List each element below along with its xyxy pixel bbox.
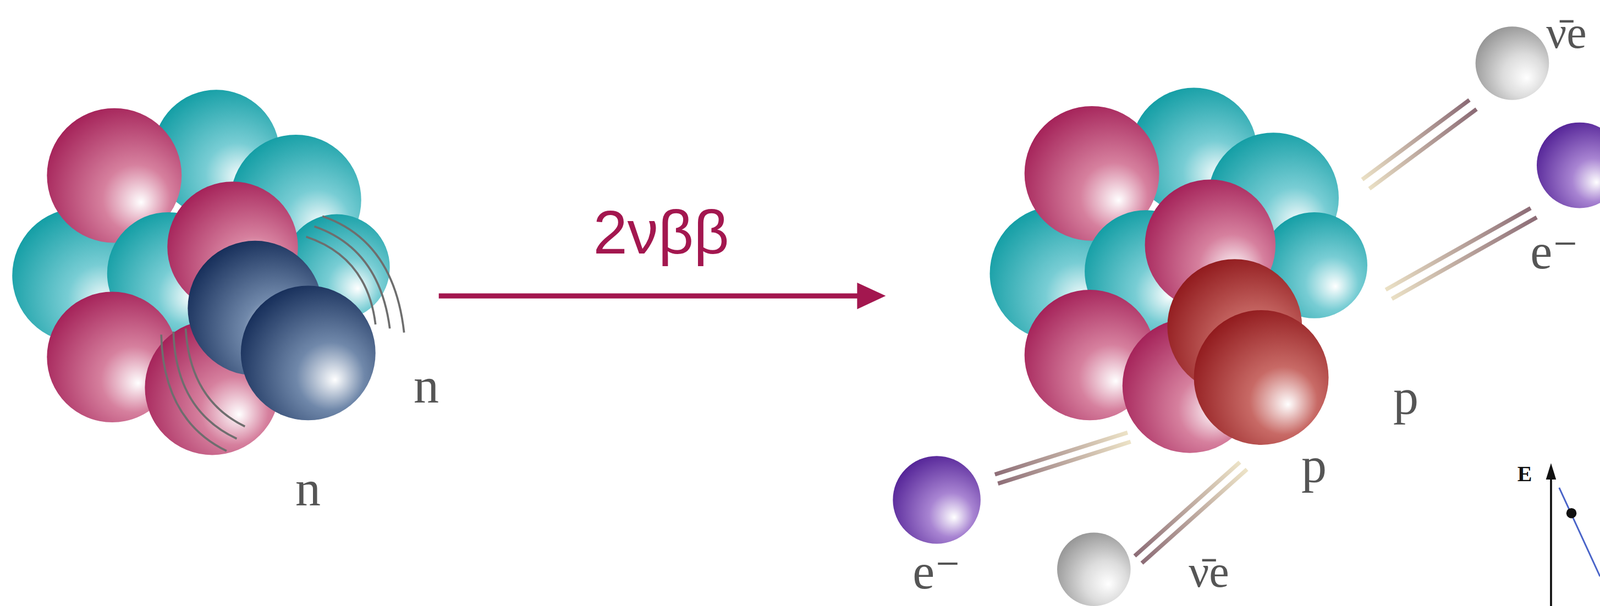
vibration-arc <box>306 236 376 325</box>
vibration-arcs <box>161 216 405 452</box>
particle-label: p <box>1393 371 1419 423</box>
vibration-arc <box>185 328 246 427</box>
vibration-arc <box>173 331 237 439</box>
emission-lines <box>994 100 1537 564</box>
daughter-nucleus <box>990 88 1368 454</box>
emission-line <box>1369 109 1477 190</box>
energy-curve <box>1559 487 1600 577</box>
antineutrino-sphere <box>1057 532 1131 606</box>
antineutrino-sphere <box>1475 26 1550 101</box>
vibration-arc <box>161 334 227 452</box>
energy-graph <box>1546 463 1600 606</box>
reaction-arrow <box>438 293 864 299</box>
emission-line <box>1392 217 1537 299</box>
energy-axis <box>1549 475 1553 606</box>
neutron-sphere <box>240 285 376 421</box>
axis-arrow-head <box>1546 463 1557 480</box>
particle-label: e⁻ <box>1530 227 1578 277</box>
particle-label: ν̄e <box>1188 549 1229 595</box>
energy-point <box>1566 508 1577 519</box>
parent-nucleus <box>12 89 404 455</box>
emission-line <box>1385 207 1531 290</box>
particle-label: ν̄e <box>1546 10 1587 56</box>
vibration-arc <box>314 226 390 329</box>
electron-sphere <box>1536 122 1600 209</box>
particle-label: p <box>1301 440 1327 491</box>
process-label: 2νββ <box>592 201 729 264</box>
arrow-head <box>856 282 886 310</box>
particle-label: n <box>295 463 321 514</box>
electron-sphere <box>892 455 981 544</box>
emission-line <box>994 432 1128 475</box>
axis-label: E <box>1517 463 1533 486</box>
emission-line <box>1134 462 1240 557</box>
proton-sphere <box>1194 310 1329 445</box>
particle-label: e⁻ <box>912 547 961 597</box>
emission-line <box>997 441 1131 484</box>
vibration-arc <box>322 216 404 333</box>
emission-line <box>1362 100 1470 180</box>
particle-label: n <box>413 360 439 411</box>
